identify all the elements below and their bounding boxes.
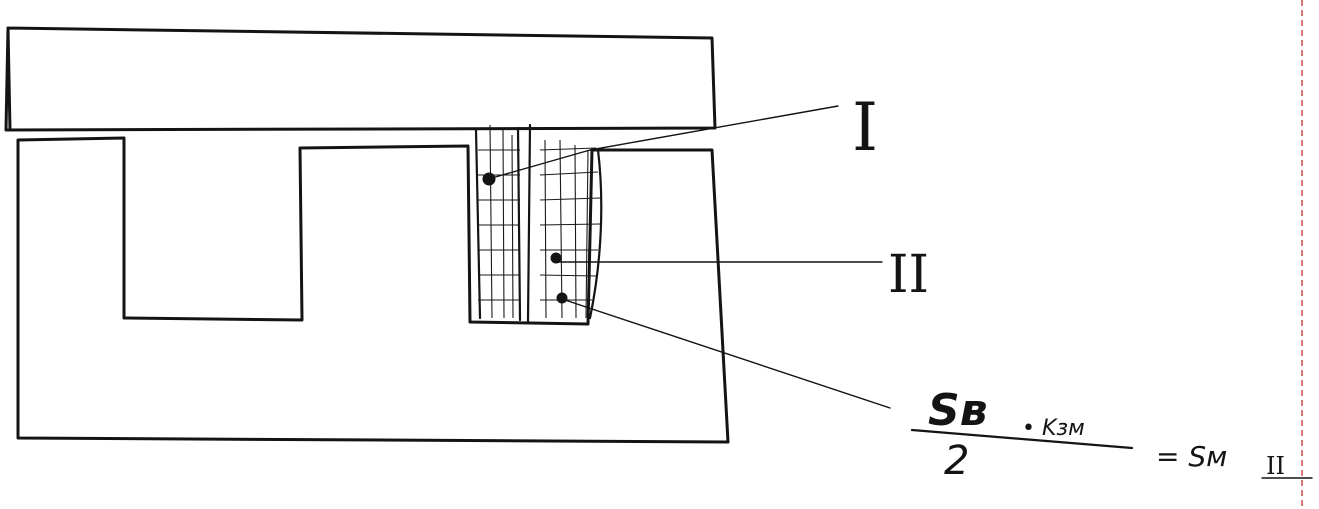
top-yoke (4, 26, 717, 132)
leader-line-one (491, 105, 839, 179)
marker-dot-two (550, 252, 562, 264)
label-one: I (852, 89, 878, 166)
formula-coefficient: • Kзм (1022, 416, 1085, 441)
leader-line-three (564, 299, 891, 409)
formula-result-subscript: II (1266, 452, 1285, 480)
formula-denominator: 2 (944, 438, 969, 484)
winding-coil-one (474, 124, 522, 322)
formula-result: = Sм (1156, 440, 1227, 473)
label-two: II (888, 245, 929, 305)
winding-coil-two (526, 123, 603, 324)
formula-numerator: Sв (928, 385, 988, 436)
e-core-body (16, 136, 730, 444)
fraction-bar (910, 428, 1134, 450)
marker-dot-three (556, 292, 568, 304)
marker-dot-one (482, 172, 496, 186)
